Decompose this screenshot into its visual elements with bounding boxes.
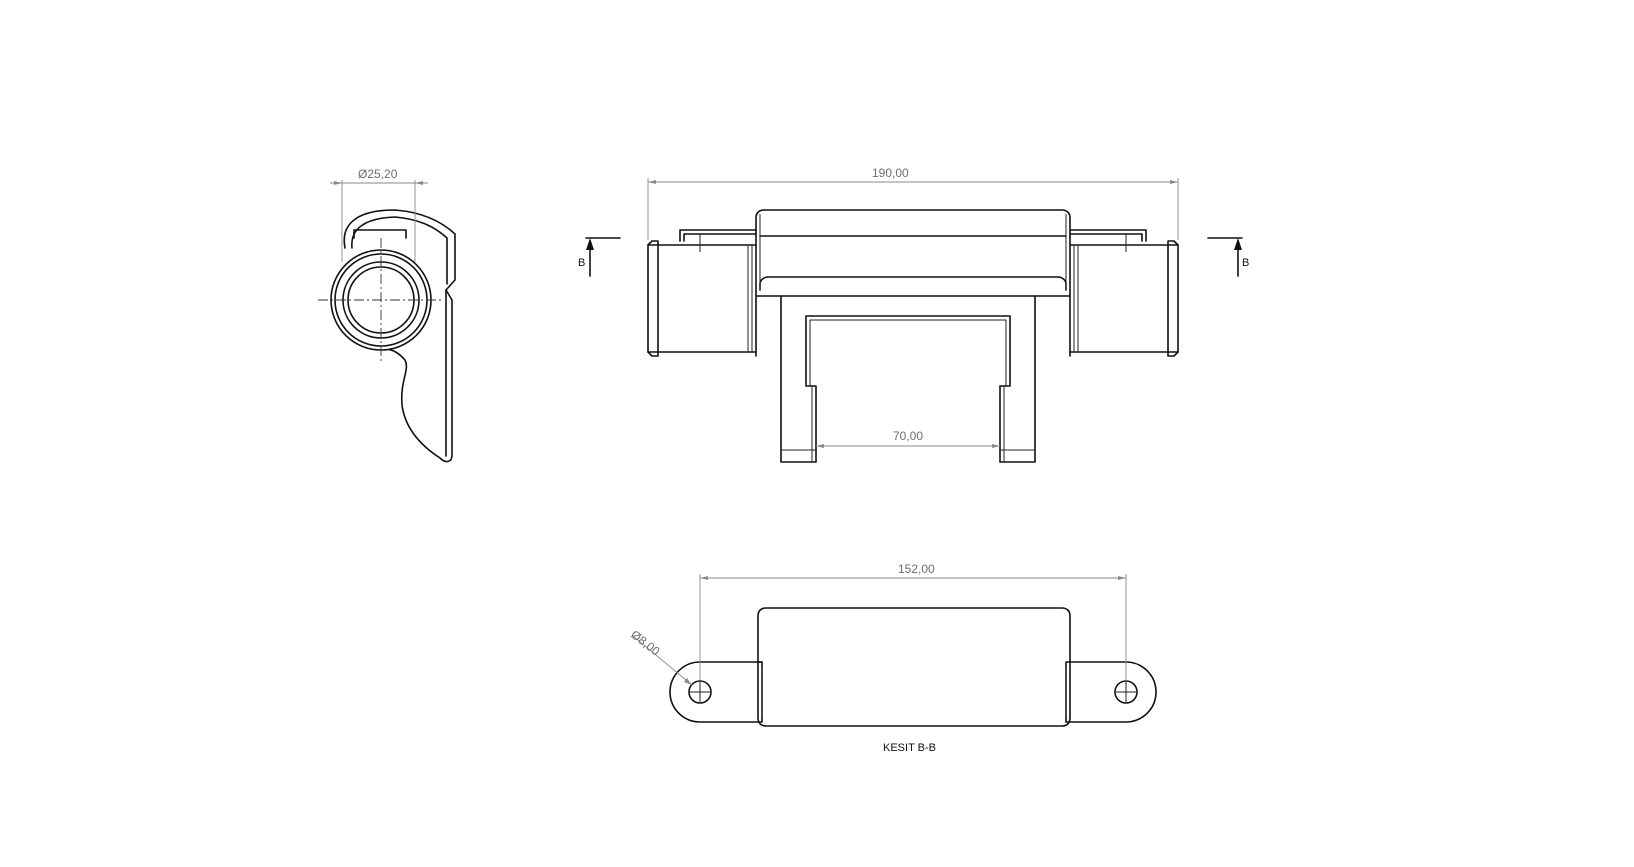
- section-marker-left: B: [578, 237, 621, 277]
- overall-length-label: 190,00: [872, 166, 909, 180]
- section-title: KESIT B-B: [883, 742, 936, 754]
- side-view: Ø25,20: [318, 167, 456, 463]
- section-length-label: 152,00: [898, 562, 935, 576]
- leg-spacing-label: 70,00: [893, 429, 923, 443]
- section-marker-right: B: [1207, 237, 1249, 277]
- front-view: 190,00 70,00 B B: [578, 166, 1249, 463]
- svg-text:B: B: [1242, 257, 1249, 269]
- section-view: 152,00 Ø8,00 KESIT B-B: [628, 562, 1157, 754]
- side-diameter-label: Ø25,20: [358, 167, 398, 181]
- hole-diameter-label: Ø8,00: [628, 627, 663, 658]
- svg-text:B: B: [578, 257, 585, 269]
